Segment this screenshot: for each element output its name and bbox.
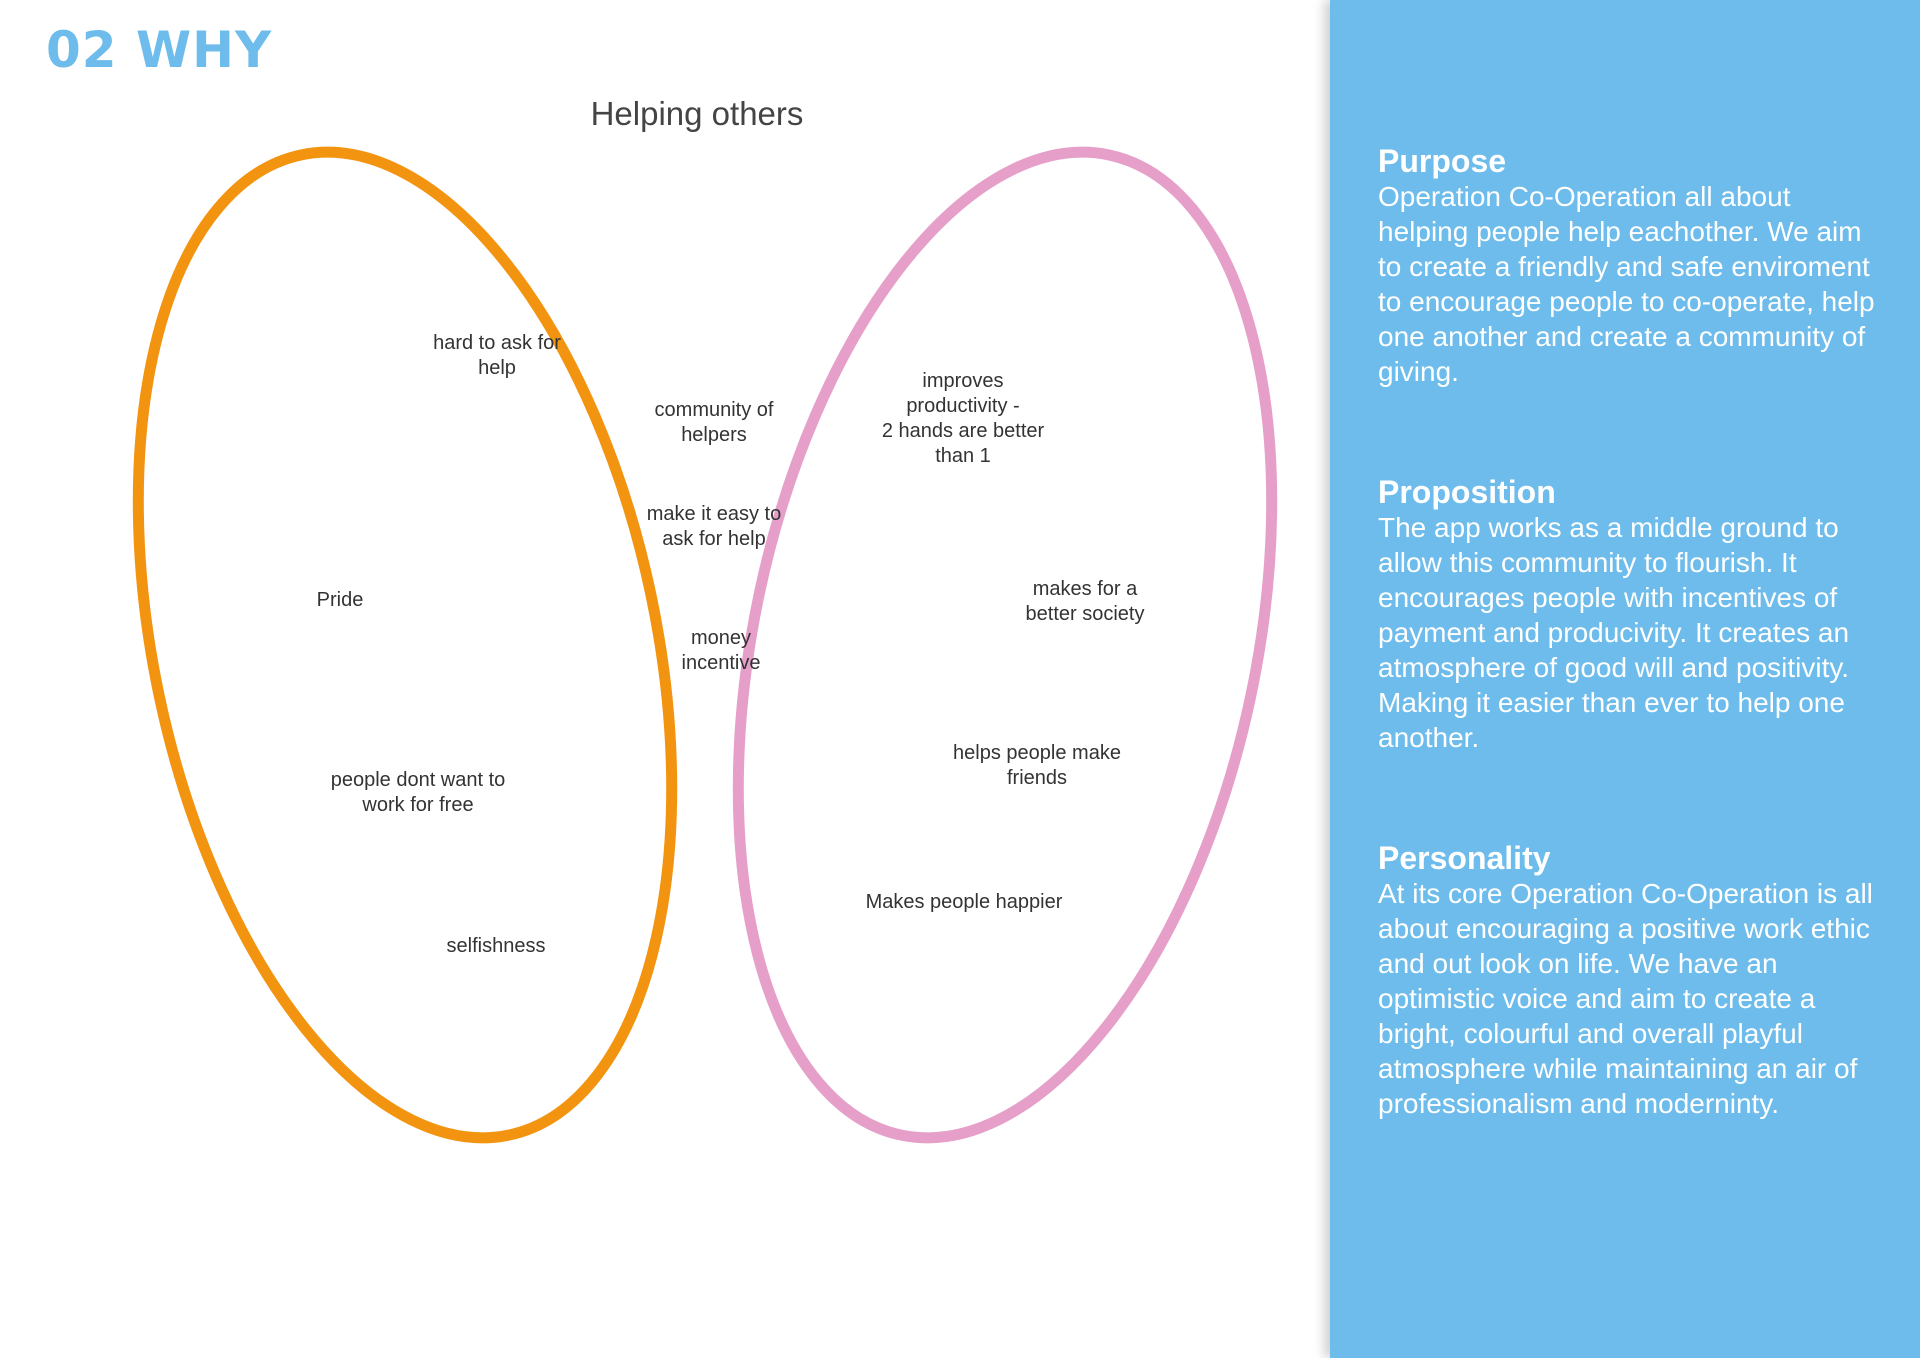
proposition-heading: Proposition bbox=[1378, 474, 1556, 510]
proposition-section: Proposition The app works as a middle gr… bbox=[1378, 474, 1888, 755]
overlap-item-easy-to-ask: make it easy to ask for help bbox=[646, 503, 782, 550]
overlap-item-money-incentive: money incentive bbox=[681, 627, 761, 674]
left-item-selfishness: selfishness bbox=[446, 935, 546, 957]
right-item-happier: Makes people happier bbox=[865, 891, 1063, 913]
left-item-hard-to-ask: hard to ask for help bbox=[433, 332, 561, 379]
proposition-text: The app works as a middle ground to allo… bbox=[1378, 512, 1850, 753]
right-item-make-friends: helps people make friends bbox=[953, 742, 1121, 789]
right-circle-outline bbox=[732, 146, 1278, 1144]
left-circle-outline bbox=[132, 146, 678, 1144]
personality-section: Personality At its core Operation Co-Ope… bbox=[1378, 840, 1888, 1121]
venn-diagram bbox=[132, 146, 1278, 1144]
overlap-item-community: community of helpers bbox=[654, 399, 774, 446]
left-item-work-for-free: people dont want to work for free bbox=[330, 769, 506, 816]
right-item-better-society: makes for a better society bbox=[1025, 578, 1145, 625]
purpose-section: Purpose Operation Co-Operation all about… bbox=[1378, 143, 1888, 389]
right-item-productivity: improves productivity - 2 hands are bett… bbox=[881, 370, 1045, 467]
personality-text: At its core Operation Co-Operation is al… bbox=[1378, 878, 1873, 1119]
left-item-pride: Pride bbox=[316, 589, 364, 611]
purpose-text: Operation Co-Operation all about helping… bbox=[1378, 181, 1875, 387]
section-heading: 02 WHY bbox=[46, 21, 273, 79]
venn-diagram-title: Helping others bbox=[590, 95, 804, 132]
personality-heading: Personality bbox=[1378, 840, 1551, 876]
info-side-panel: Purpose Operation Co-Operation all about… bbox=[1330, 0, 1920, 1358]
purpose-heading: Purpose bbox=[1378, 143, 1507, 179]
